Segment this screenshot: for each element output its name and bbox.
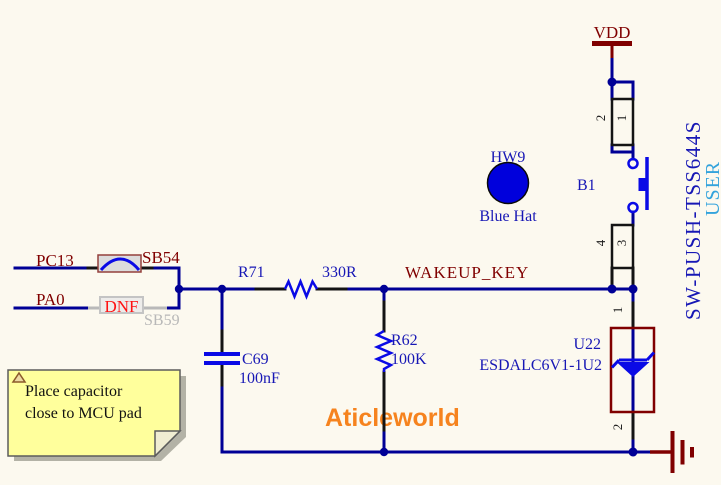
resistor-r71[interactable]: R71 330R: [238, 264, 357, 300]
r62-designator: R62: [391, 332, 418, 349]
sb59-designator: SB59: [144, 312, 180, 329]
note-fold-icon: [154, 430, 182, 458]
hw9-designator: HW9: [491, 149, 526, 166]
switch-body-top: [610, 97, 635, 147]
b1-function-label: USER: [702, 161, 721, 216]
sticky-note[interactable]: Place capacitor close to MCU pad: [7, 369, 186, 461]
wire: [610, 80, 635, 101]
sb59-body: [99, 296, 144, 314]
b1-part-number: SW-PUSH-TSS644S: [681, 120, 705, 320]
pin-number: 3: [614, 240, 629, 247]
dnf-label: DNF: [104, 297, 138, 316]
vdd-label: VDD: [594, 23, 631, 42]
note-text-line1: Place capacitor: [25, 383, 123, 400]
junction-dot: [217, 284, 227, 294]
junction-dot: [174, 284, 184, 294]
pin-number: 2: [593, 115, 608, 122]
junction-dot: [607, 284, 617, 294]
capacitor-plate-icon: [204, 361, 240, 365]
solder-bridge-sb54[interactable]: SB54: [86, 248, 180, 273]
b1-designator: B1: [577, 177, 596, 194]
r71-designator: R71: [238, 264, 265, 281]
ground-symbol[interactable]: [650, 431, 694, 473]
capacitor-plate-icon: [204, 352, 240, 356]
hardware-hw9-blue-hat[interactable]: HW9 Blue Hat: [479, 149, 537, 225]
esd-diode-u22[interactable]: 1 2 U22 ESDALC6V1-1U2: [479, 301, 656, 440]
power-port-vdd[interactable]: VDD: [592, 23, 632, 58]
resistor-zigzag-icon: [283, 278, 319, 300]
junction-dot: [379, 284, 389, 294]
sb54-body: [97, 254, 142, 273]
blue-hat-icon: [486, 161, 530, 205]
diode-triangle-icon: [616, 362, 650, 377]
switch-body-bottom: [610, 223, 635, 270]
note-text-line2: close to MCU pad: [25, 405, 142, 422]
pin-number: 1: [614, 115, 629, 122]
r71-value: 330R: [322, 264, 357, 281]
zener-tick-icon: [645, 351, 656, 362]
button-plunger-icon: [638, 178, 647, 191]
junction-dots: [174, 77, 638, 457]
switch-contact-icon: [627, 201, 639, 214]
switch-contact-icon: [627, 157, 639, 170]
solder-bridge-sb59-dnf[interactable]: DNF SB59: [88, 296, 180, 329]
resistor-r62[interactable]: R62 100K: [373, 300, 427, 432]
junction-dot: [379, 447, 389, 457]
pin-number: 2: [610, 424, 625, 431]
pushbutton-b1[interactable]: 2 1 4 3 B1 SW-PUSH-TSS644S USER: [577, 97, 721, 320]
junction-dot: [628, 284, 638, 294]
r62-value: 100K: [391, 351, 427, 368]
junction-dot: [607, 77, 617, 87]
sb54-designator: SB54: [142, 248, 180, 267]
resistor-zigzag-icon: [373, 329, 395, 372]
note-collapse-icon[interactable]: [11, 371, 27, 383]
zener-tick-icon: [610, 358, 621, 369]
bridge-arc-icon: [99, 257, 141, 272]
net-label-pa0[interactable]: PA0: [36, 290, 65, 309]
pin-number: 4: [593, 239, 608, 246]
u22-body: [609, 326, 656, 414]
pin-number: 1: [610, 307, 625, 314]
hw9-value: Blue Hat: [479, 208, 537, 225]
u22-designator: U22: [573, 336, 601, 353]
u22-value: ESDALC6V1-1U2: [479, 357, 602, 374]
watermark: Aticleworld: [325, 404, 460, 432]
net-label-pc13[interactable]: PC13: [36, 251, 74, 270]
wire: [610, 143, 635, 154]
capacitor-c69[interactable]: C69 100nF: [204, 329, 280, 387]
wire-bottom: [220, 383, 635, 454]
junction-dot: [628, 447, 638, 457]
net-label-wakeup-key[interactable]: WAKEUP_KEY: [405, 263, 529, 282]
c69-designator: C69: [242, 351, 269, 368]
vdd-bar-icon: [592, 41, 632, 46]
c69-value: 100nF: [239, 370, 280, 387]
